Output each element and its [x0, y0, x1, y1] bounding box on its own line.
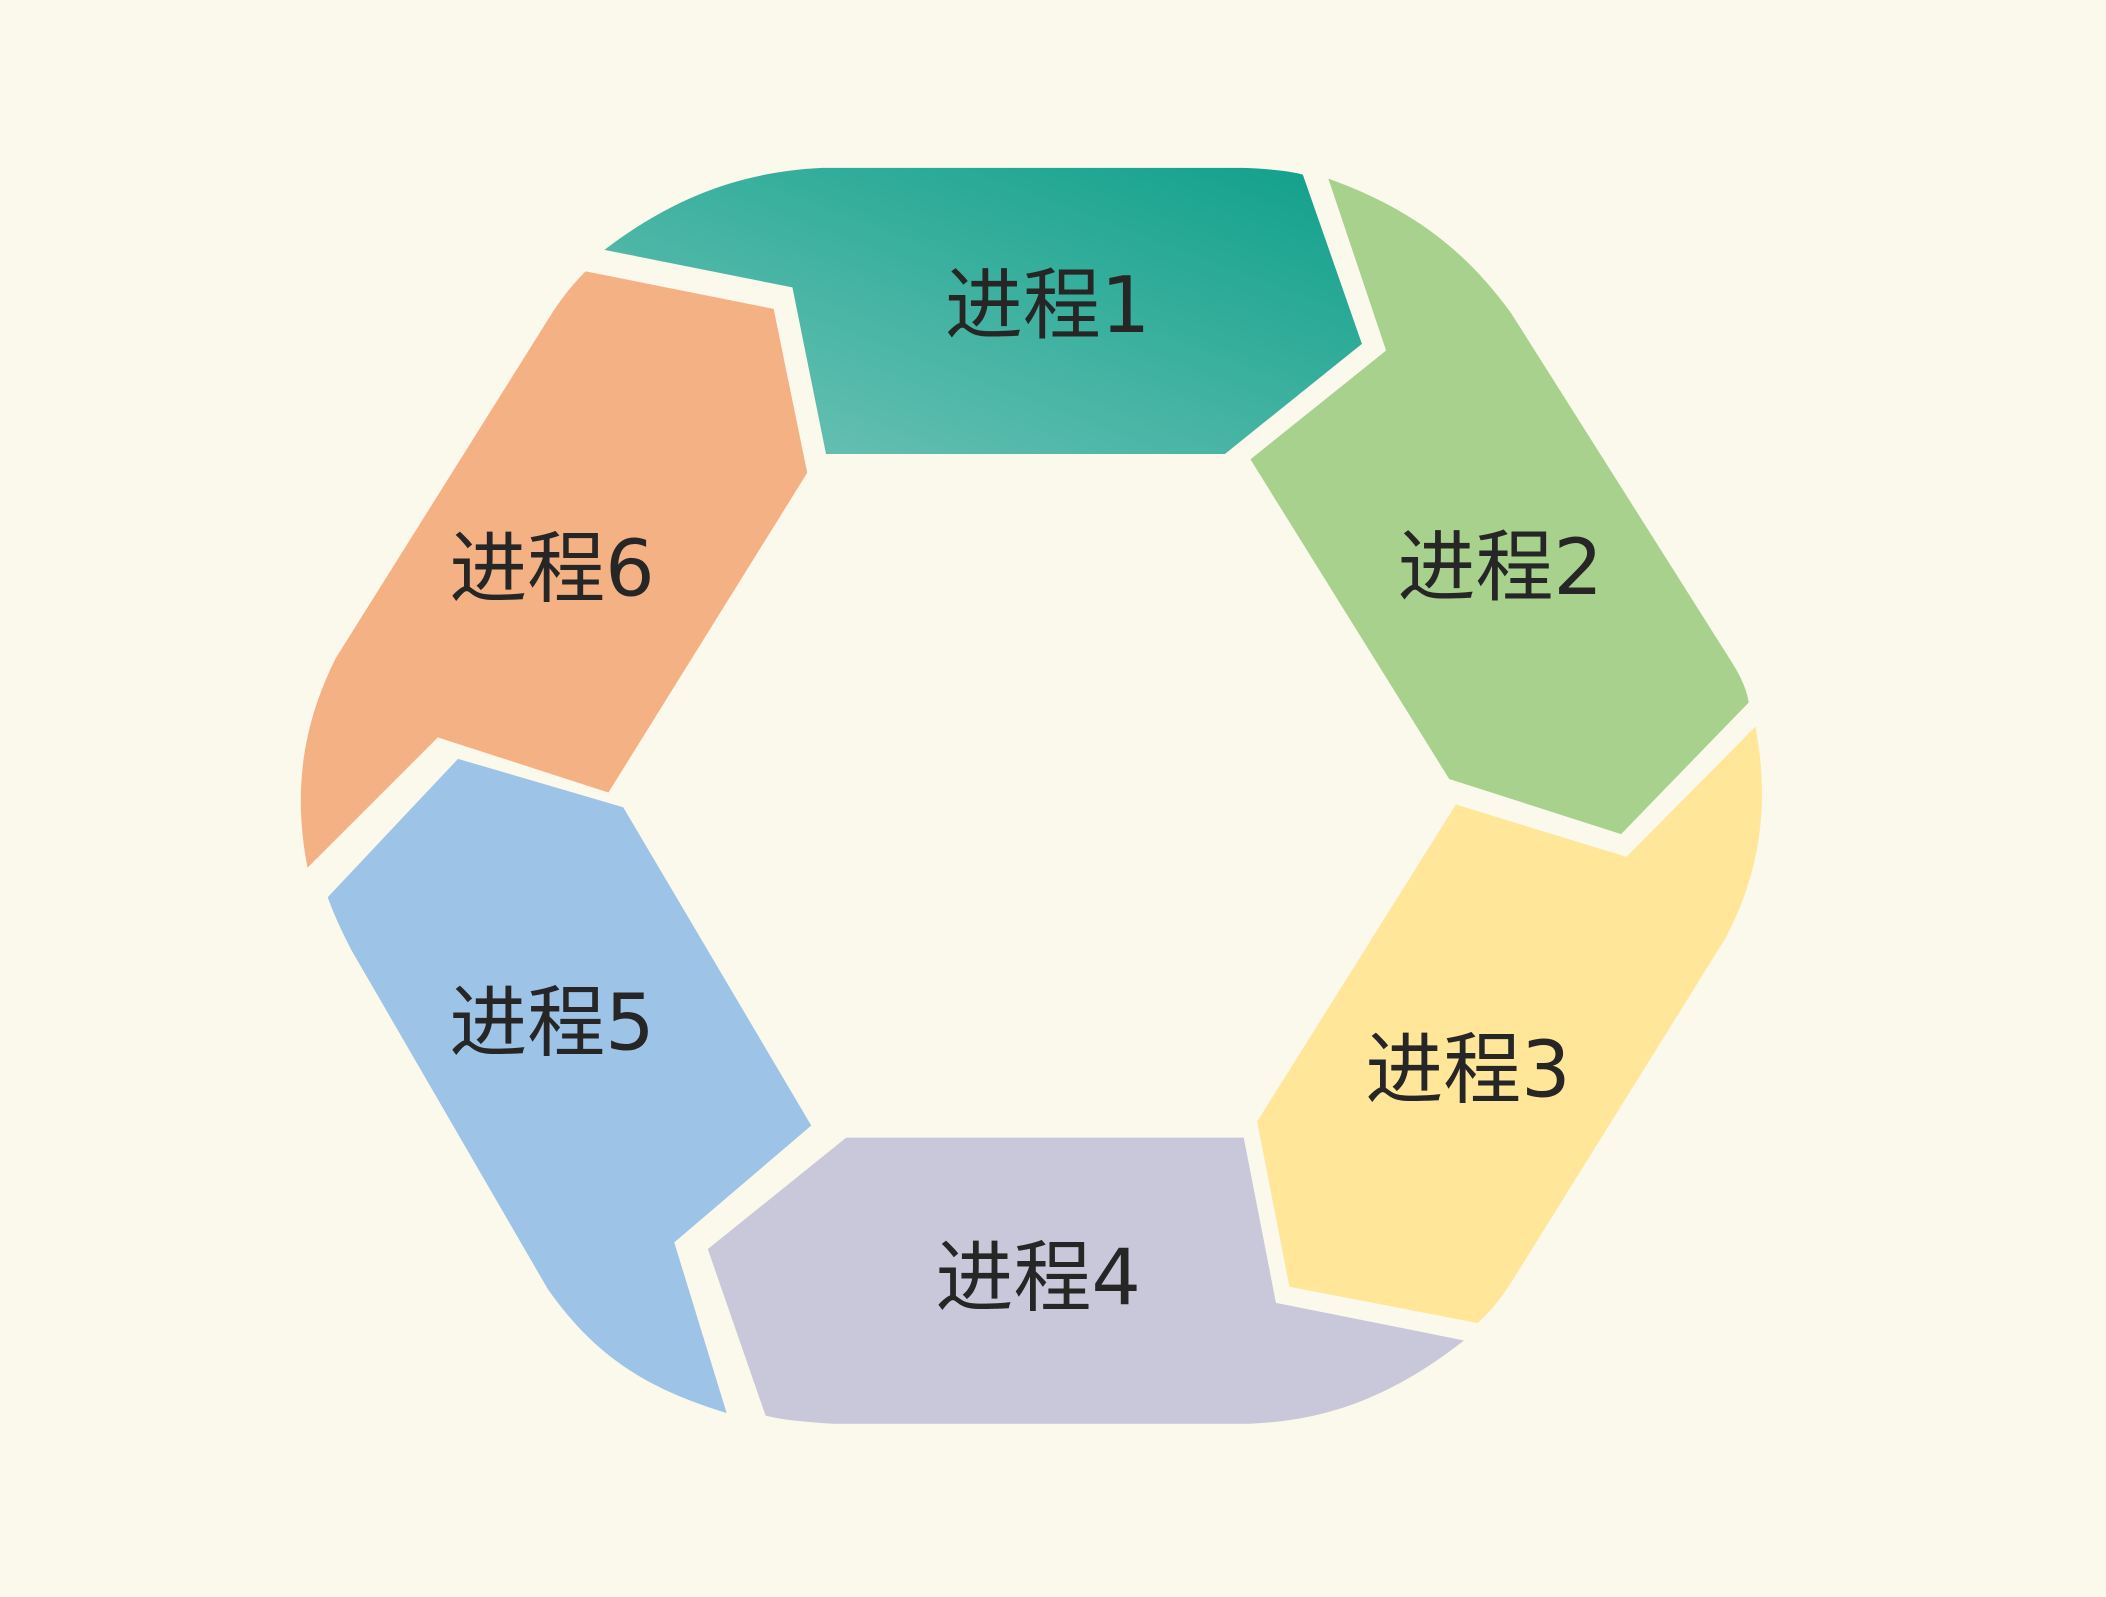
- segment-process-2[interactable]: 进程2: [1250, 178, 1749, 835]
- segment-process-4[interactable]: 进程4: [707, 1137, 1464, 1424]
- segment-label: 进程1: [945, 261, 1150, 351]
- segment-shape: [327, 758, 812, 1413]
- segment-label: 进程6: [449, 524, 654, 614]
- segment-label: 进程4: [936, 1234, 1141, 1324]
- segment-label: 进程5: [449, 978, 654, 1068]
- segment-shape: [1250, 178, 1749, 835]
- segment-process-1[interactable]: 进程1: [604, 167, 1362, 454]
- segment-shape: [707, 1137, 1464, 1424]
- segment-shape: [300, 271, 808, 868]
- segment-shape: [1257, 726, 1762, 1323]
- segment-process-3[interactable]: 进程3: [1257, 726, 1762, 1323]
- segment-process-5[interactable]: 进程5: [327, 758, 812, 1413]
- segment-process-6[interactable]: 进程6: [300, 271, 808, 868]
- segment-shape: [604, 167, 1362, 454]
- segment-label: 进程2: [1398, 523, 1603, 613]
- segment-label: 进程3: [1365, 1025, 1570, 1115]
